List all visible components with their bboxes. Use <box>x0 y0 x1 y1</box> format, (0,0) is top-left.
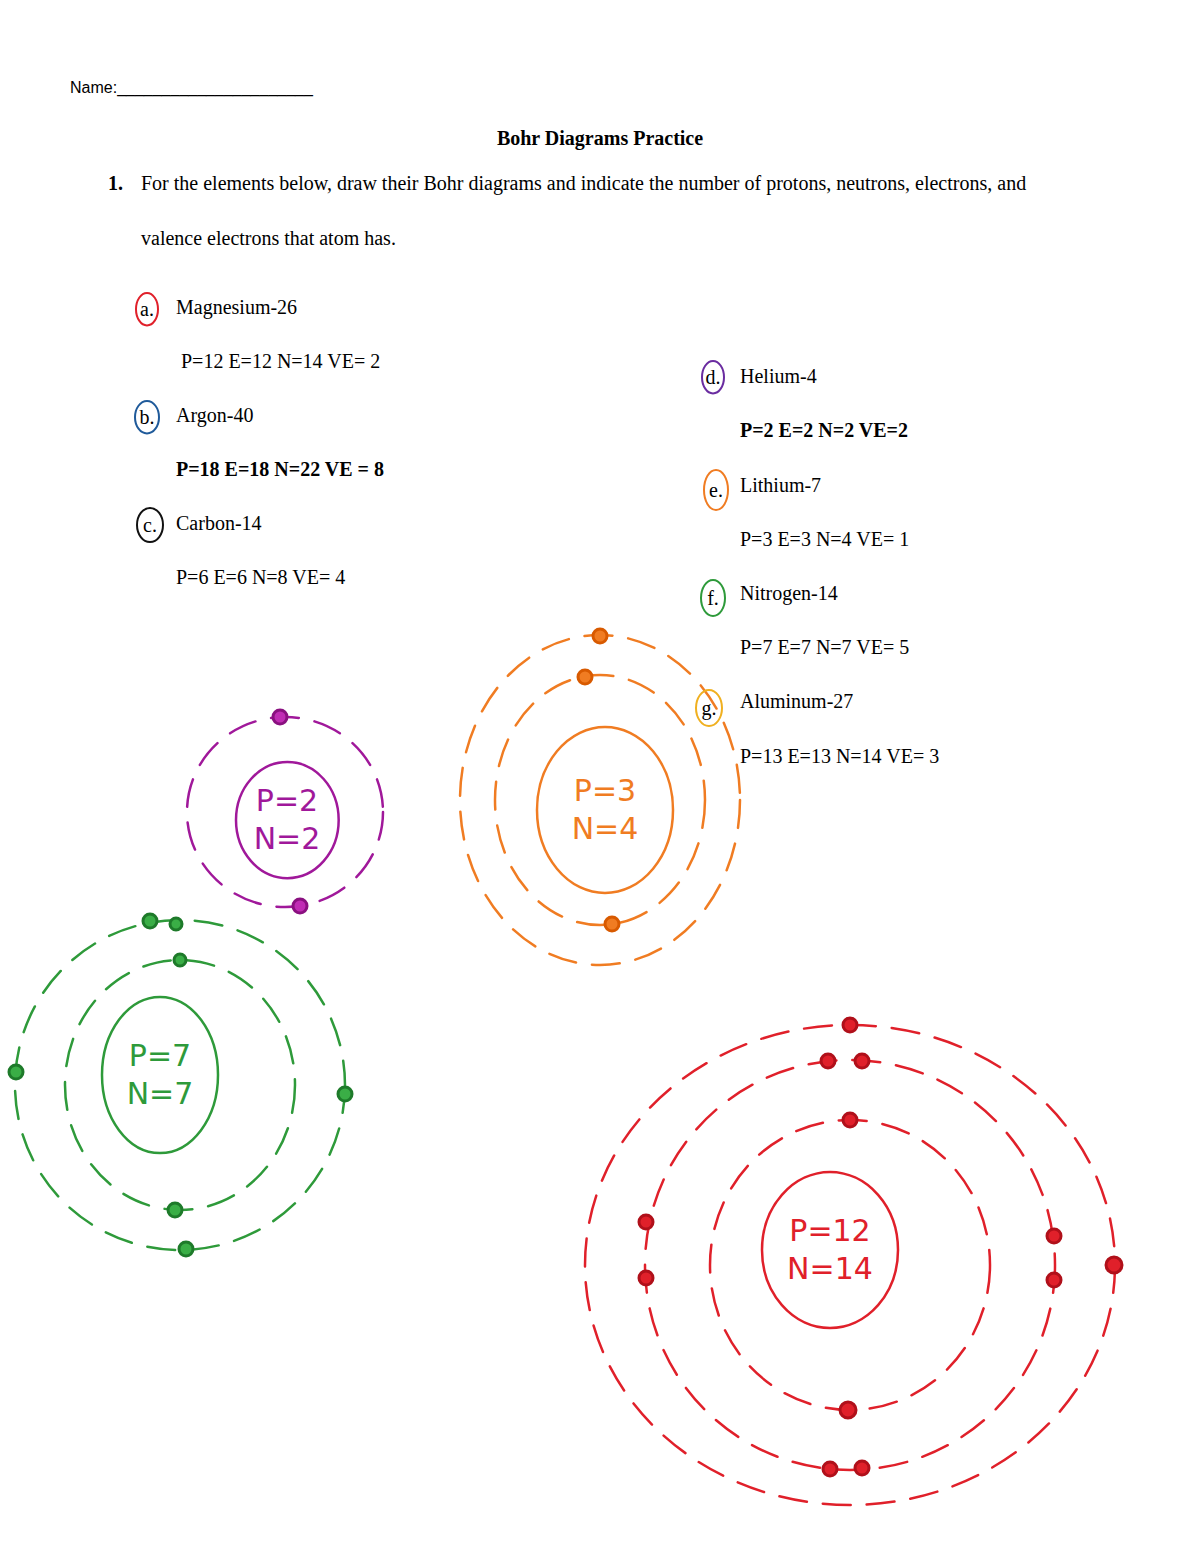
electron <box>605 917 619 931</box>
circled-letter: e. <box>702 468 730 512</box>
nucleus-count: P=12 <box>789 1212 870 1250</box>
electron <box>639 1215 653 1229</box>
item-letter: d. <box>706 365 721 389</box>
electron <box>143 914 157 928</box>
outline <box>760 1170 900 1330</box>
electron-shell <box>645 1060 1055 1470</box>
element-name: Helium-4 <box>740 364 817 388</box>
nucleus: P=3N=4 <box>535 725 675 895</box>
item-letter: b. <box>140 405 155 429</box>
answer-line: P=7 E=7 N=7 VE= 5 <box>740 635 909 659</box>
nucleus-count: N=7 <box>127 1075 194 1113</box>
outline-ellipse <box>137 508 163 542</box>
circled-letter: b. <box>133 399 161 435</box>
electron <box>821 1054 835 1068</box>
outline-ellipse <box>702 361 724 393</box>
circled-letter: f. <box>699 578 727 618</box>
electron-shell <box>495 675 705 925</box>
answer-line: P=6 E=6 N=8 VE= 4 <box>176 565 345 589</box>
name-field: Name:______________________ <box>70 76 313 100</box>
electron <box>840 1402 856 1418</box>
question-number: 1. <box>108 171 123 195</box>
electron-shell <box>187 717 383 907</box>
item-letter: c. <box>143 513 157 537</box>
nucleus: P=2N=2 <box>234 760 341 880</box>
electron-shell <box>710 1120 990 1410</box>
electron <box>843 1113 857 1127</box>
electron <box>593 629 607 643</box>
answer-line: P=12 E=12 N=14 VE= 2 <box>181 349 380 373</box>
answer-line: P=13 E=13 N=14 VE= 3 <box>740 744 939 768</box>
outline <box>535 725 675 895</box>
element-name: Lithium-7 <box>740 473 821 497</box>
nucleus-count: N=2 <box>254 820 321 858</box>
electron <box>1047 1273 1061 1287</box>
electron <box>855 1054 869 1068</box>
circled-letter: d. <box>700 359 726 395</box>
electron <box>273 710 287 724</box>
circled-letter: g. <box>694 688 724 728</box>
outline-ellipse <box>135 401 159 433</box>
outline-ellipse <box>704 470 728 510</box>
electron <box>855 1461 869 1475</box>
electron <box>823 1462 837 1476</box>
outline-ellipse <box>701 580 725 616</box>
element-name: Argon-40 <box>176 403 253 427</box>
electron <box>179 1242 193 1256</box>
nucleus-count: P=7 <box>129 1037 191 1075</box>
element-name: Magnesium-26 <box>176 295 297 319</box>
outline-ellipse <box>136 293 158 325</box>
electron <box>1047 1229 1061 1243</box>
electron <box>293 899 307 913</box>
nucleus-count: P=3 <box>574 772 636 810</box>
instructions: For the elements below, draw their Bohr … <box>141 156 1056 266</box>
outline-ellipse <box>762 1172 898 1328</box>
answer-line: P=2 E=2 N=2 VE=2 <box>740 418 908 442</box>
outline-ellipse <box>696 690 722 726</box>
answer-line: P=18 E=18 N=22 VE = 8 <box>176 457 384 481</box>
circled-letter: c. <box>135 506 165 544</box>
electron-shell <box>460 635 740 965</box>
electron <box>843 1018 857 1032</box>
element-name: Aluminum-27 <box>740 689 853 713</box>
electron-shell <box>15 920 345 1250</box>
answer-line: P=3 E=3 N=4 VE= 1 <box>740 527 909 551</box>
item-letter: f. <box>707 586 719 610</box>
circled-letter: a. <box>134 291 160 327</box>
outline-ellipse <box>236 762 339 878</box>
electron <box>168 1203 182 1217</box>
outline <box>100 995 220 1155</box>
electron <box>170 918 182 930</box>
nucleus-count: N=14 <box>787 1250 873 1288</box>
electron <box>1106 1257 1122 1273</box>
item-letter: e. <box>709 478 723 502</box>
electron <box>338 1087 352 1101</box>
outline-ellipse <box>102 997 218 1153</box>
electron-shell <box>65 960 295 1210</box>
electron <box>639 1271 653 1285</box>
electron-shell <box>585 1025 1115 1505</box>
nucleus-count: P=2 <box>256 782 318 820</box>
electron <box>174 954 186 966</box>
item-letter: g. <box>702 696 717 720</box>
nucleus: P=12N=14 <box>760 1170 900 1330</box>
element-name: Carbon-14 <box>176 511 262 535</box>
electron <box>578 670 592 684</box>
outline <box>234 760 341 880</box>
nucleus-count: N=4 <box>572 810 639 848</box>
nucleus: P=7N=7 <box>100 995 220 1155</box>
element-name: Nitrogen-14 <box>740 581 838 605</box>
outline-ellipse <box>537 727 673 893</box>
worksheet-title: Bohr Diagrams Practice <box>0 126 1200 150</box>
electron <box>9 1065 23 1079</box>
item-letter: a. <box>140 297 154 321</box>
